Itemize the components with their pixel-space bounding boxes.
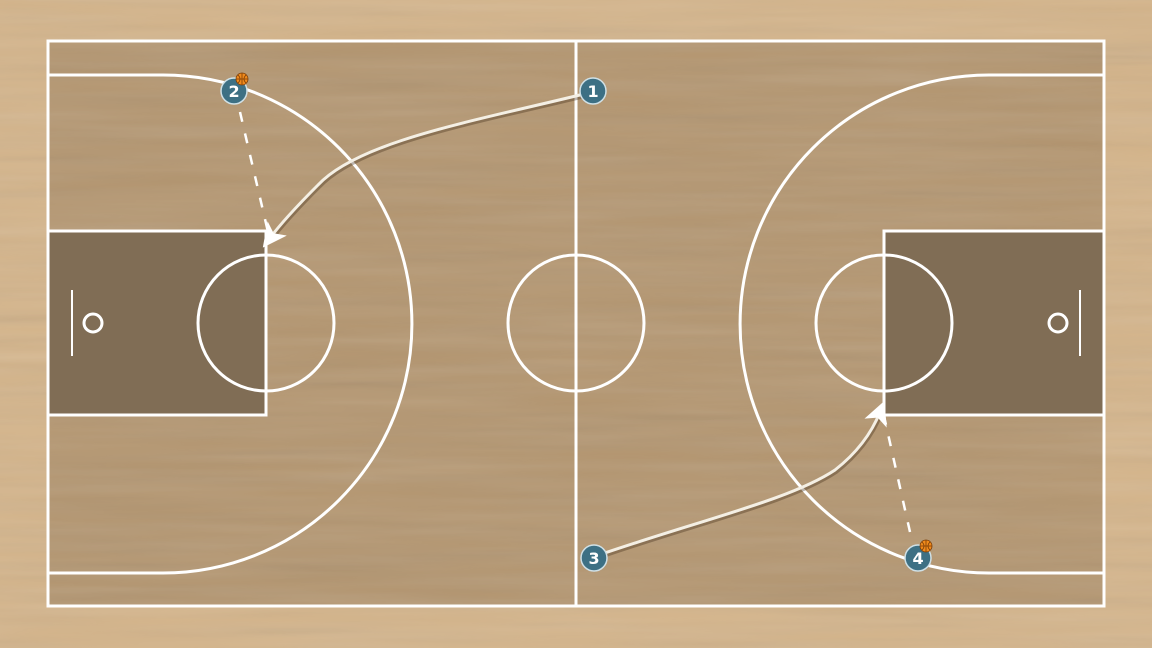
- player-2-marker[interactable]: 2: [220, 72, 249, 105]
- center-circle: [506, 253, 646, 393]
- right-hoop: [1047, 312, 1069, 334]
- cut-path-player-3: [596, 413, 883, 560]
- cut-path-player-1: [269, 92, 594, 242]
- player-circle: [580, 544, 608, 572]
- left-free-throw-circle: [196, 253, 336, 393]
- cut-path-player-3-line: [595, 400, 887, 558]
- left-hoop: [82, 312, 104, 334]
- player-number-1: 1: [587, 82, 598, 101]
- left-three-point-arc: [48, 73, 414, 575]
- basketball-icon: [235, 72, 249, 86]
- player-1-marker[interactable]: 1: [579, 77, 607, 105]
- player-number-4: 4: [912, 549, 923, 568]
- player-number-2: 2: [228, 82, 239, 101]
- cut-path-player-1-line: [262, 90, 593, 248]
- right-paint: [884, 231, 1104, 415]
- left-lane: [46, 229, 268, 417]
- basketball-icon: [919, 539, 933, 553]
- player-3-marker[interactable]: 3: [580, 544, 608, 572]
- player-4-marker[interactable]: 4: [904, 539, 933, 572]
- right-free-throw-circle: [814, 253, 954, 393]
- right-lane: [882, 229, 1106, 417]
- right-three-point-arc: [738, 73, 1104, 575]
- player-circle: [579, 77, 607, 105]
- player-number-3: 3: [588, 549, 599, 568]
- left-paint: [48, 231, 266, 415]
